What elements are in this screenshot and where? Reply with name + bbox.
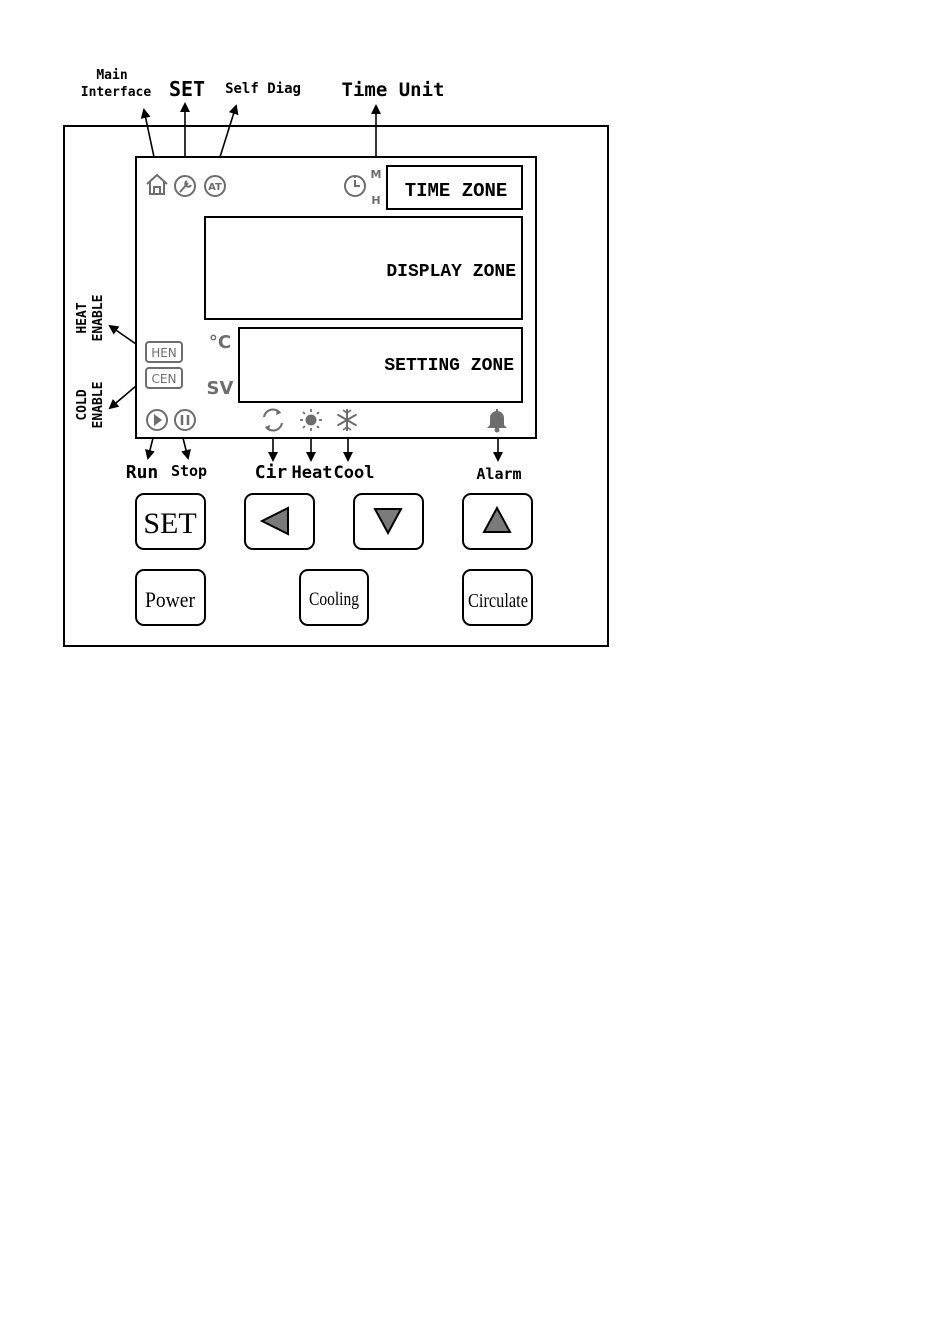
svg-text:SET: SET	[143, 507, 196, 540]
arrow-main-interface	[144, 110, 154, 157]
svg-text:COLD: COLD	[75, 389, 90, 420]
callout-main-interface-line1: Main	[96, 68, 127, 83]
hen-badge-text: HEN	[151, 346, 177, 360]
left-arrow-button[interactable]	[245, 494, 314, 549]
callout-alarm: Alarm	[476, 465, 521, 483]
power-button[interactable]: Power	[136, 570, 205, 625]
arrow-self-diag	[220, 106, 236, 157]
time-zone-label: TIME ZONE	[405, 180, 508, 202]
svg-text:Circulate: Circulate	[468, 590, 528, 612]
wrench-icon	[175, 176, 195, 196]
svg-text:Power: Power	[145, 587, 196, 612]
alarm-bell-icon	[487, 409, 507, 433]
down-arrow-button[interactable]	[354, 494, 423, 549]
callout-self-diag: Self Diag	[225, 81, 301, 97]
svg-text:ENABLE: ENABLE	[91, 295, 106, 342]
self-diag-at-icon: AT	[205, 176, 225, 196]
callout-set: SET	[169, 77, 205, 101]
time-unit-m: M	[371, 168, 382, 181]
callout-cold-enable: COLD ENABLE	[75, 382, 106, 429]
cooling-button[interactable]: Cooling	[300, 570, 368, 625]
setting-zone-label: SETTING ZONE	[384, 356, 514, 376]
arrow-stop	[183, 438, 188, 458]
clock-icon	[345, 176, 365, 196]
arrow-run	[148, 438, 153, 458]
callout-heat-enable: HEAT ENABLE	[75, 295, 106, 342]
arrow-cold-enable	[110, 386, 136, 408]
home-icon	[147, 175, 167, 194]
sv-label: SV	[207, 378, 234, 399]
set-button[interactable]: SET	[136, 494, 205, 549]
svg-text:HEAT: HEAT	[75, 302, 90, 333]
svg-text:Cooling: Cooling	[309, 589, 359, 610]
svg-text:AT: AT	[208, 182, 222, 193]
display-zone-label: DISPLAY ZONE	[386, 262, 516, 282]
callout-cool: Cool	[334, 463, 375, 483]
run-icon	[147, 410, 167, 430]
callout-stop: Stop	[171, 462, 207, 480]
stop-pause-icon	[175, 410, 195, 430]
cool-snowflake-icon	[338, 409, 357, 431]
svg-text:ENABLE: ENABLE	[91, 382, 106, 429]
celsius-unit: °C	[209, 332, 231, 353]
circulate-button[interactable]: Circulate	[463, 570, 532, 625]
callout-run: Run	[126, 462, 159, 483]
callout-time-unit: Time Unit	[342, 79, 445, 101]
arrow-heat-enable	[110, 326, 136, 344]
up-arrow-button[interactable]	[463, 494, 532, 549]
callout-cir: Cir	[255, 462, 288, 483]
callout-main-interface-line2: Interface	[81, 85, 152, 100]
heat-sun-icon	[300, 409, 322, 431]
cen-badge-text: CEN	[152, 372, 177, 386]
circulate-icon	[264, 409, 282, 431]
time-unit-h: H	[371, 194, 380, 207]
callout-heat: Heat	[292, 463, 333, 483]
